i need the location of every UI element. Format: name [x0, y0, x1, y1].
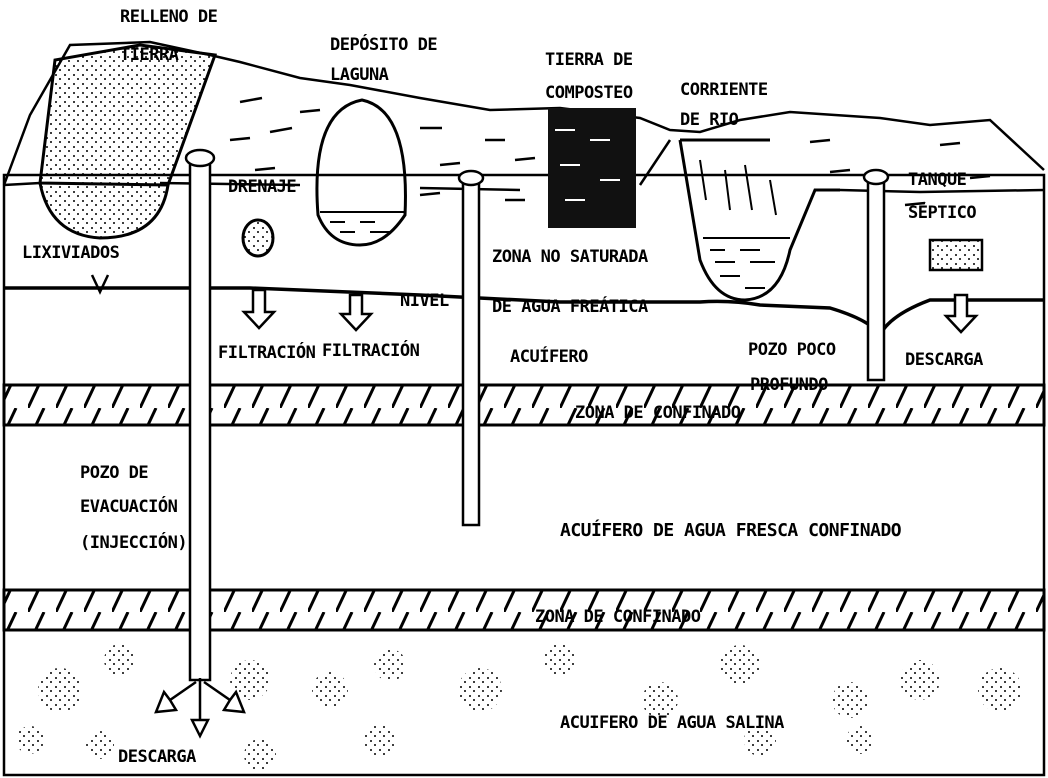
label-acuifero-salina: ACUIFERO DE AGUA SALINA [560, 713, 784, 733]
river-water [703, 237, 790, 289]
compost-area [548, 108, 636, 228]
label-acuifero: ACUÍFERO [510, 345, 588, 367]
deep-well-cap [457, 169, 485, 187]
confining-layer-lower [2, 588, 1046, 632]
label-deposito-1: DEPÓSITO DE [330, 33, 437, 55]
shallow-well-pipe [866, 178, 886, 382]
drain-pipe [241, 218, 275, 258]
shallow-well-cap [862, 168, 890, 186]
label-pozo-poco-1: POZO POCO [748, 340, 836, 360]
landfill-bottom [38, 182, 170, 240]
compost-texture [555, 129, 620, 201]
injection-well-pipe [188, 158, 212, 682]
label-lixiviados: LIXIVIADOS [22, 243, 120, 263]
deep-well-pipe [461, 178, 481, 527]
confining-layer-upper [2, 383, 1046, 427]
injection-well-cap [184, 148, 216, 168]
label-relleno-2: TIERRA [120, 45, 179, 65]
label-zona-no-saturada: ZONA NO SATURADA [492, 247, 648, 267]
injection-well-outlets [154, 678, 246, 739]
label-pozo-evac-2: EVACUACIÓN [80, 495, 178, 517]
saline-aquifer-texture [16, 644, 1022, 771]
label-zona-confinado-2: ZONA DE CONFINADO [535, 607, 701, 627]
label-composteo-2: COMPOSTEO [545, 83, 633, 103]
septic-tank [928, 238, 984, 272]
river-channel [678, 139, 840, 302]
infiltration-arrows [90, 274, 979, 334]
lagoon-water [320, 211, 404, 233]
label-composteo-1: TIERRA DE [545, 50, 633, 70]
label-relleno-1: RELLENO DE [120, 7, 218, 27]
label-pozo-evac-1: POZO DE [80, 463, 148, 483]
label-acuifero-fresca: ACUÍFERO DE AGUA FRESCA CONFINADO [560, 519, 902, 541]
label-pozo-evac-3: (INJECCIÓN) [80, 531, 187, 553]
label-drenaje: DRENAJE [228, 177, 296, 197]
label-deposito-2: LAGUNA [330, 65, 389, 85]
ground-surface [2, 40, 1045, 186]
label-corriente-2: DE RIO [680, 110, 739, 130]
lagoon-deposit [315, 98, 407, 247]
block-outline [2, 173, 1046, 777]
label-tanque-1: TANQUE [908, 170, 967, 190]
water-table [4, 286, 1044, 339]
label-pozo-poco-2: PROFUNDO [750, 375, 828, 395]
label-filtracion-1: FILTRACIÓN [218, 341, 316, 363]
label-nivel: NIVEL [400, 291, 449, 311]
surface-texture [229, 96, 991, 207]
label-descarga-tanque: DESCARGA [905, 350, 983, 370]
label-zona-confinado-1: ZONA DE CONFINADO [575, 403, 741, 423]
label-corriente-1: CORRIENTE [680, 80, 768, 100]
label-tanque-2: SÉPTICO [908, 201, 976, 223]
label-agua-freatica: DE AGUA FREÁTICA [492, 295, 648, 317]
label-filtracion-2: FILTRACIÓN [322, 339, 420, 361]
river-flow [699, 159, 777, 216]
label-descarga-pozo: DESCARGA [118, 747, 196, 767]
